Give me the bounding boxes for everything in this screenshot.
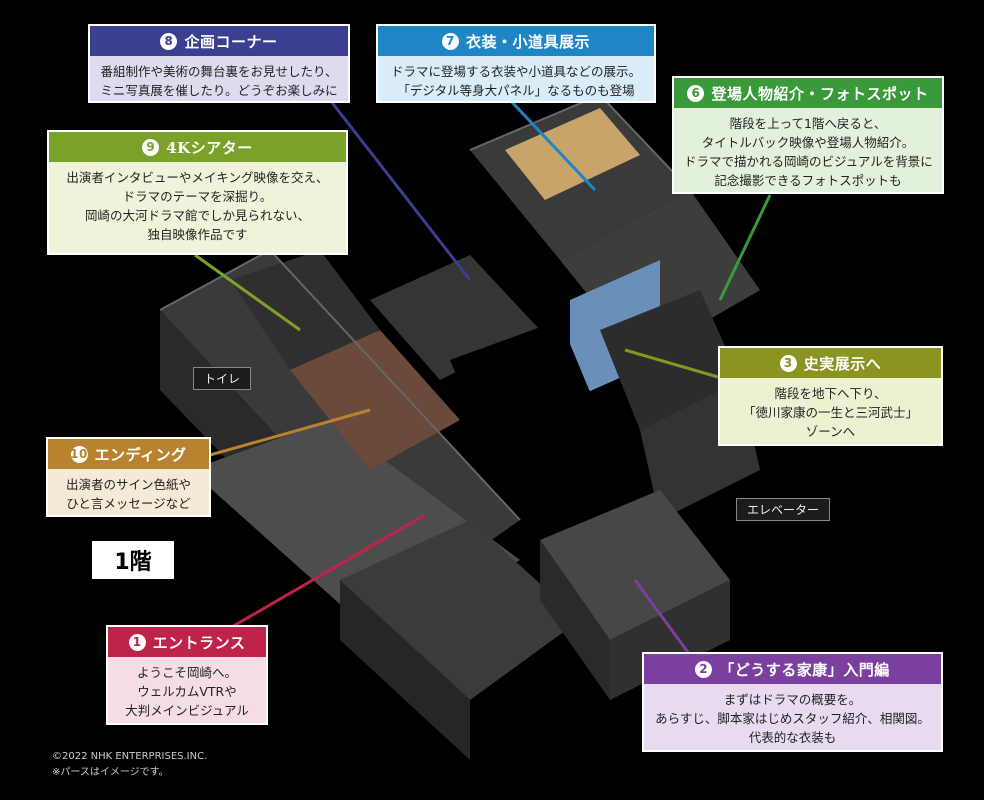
number-badge: 8	[160, 32, 178, 50]
leader-10	[209, 408, 371, 457]
callout-body: 番組制作や美術の舞台裏をお見せしたり、 ミニ写真展を催したり。どうぞお楽しみに	[90, 56, 348, 108]
callout-header: 7 衣装・小道具展示	[378, 26, 654, 56]
callout-header: 9 4Kシアター	[49, 132, 346, 162]
leader-9	[194, 253, 301, 332]
callout-title: 企画コーナー	[184, 32, 278, 51]
footer-notes: ©2022 NHK ENTERPRISES.INC. ※パースはイメージです。	[52, 749, 207, 781]
callout-line: 番組制作や美術の舞台裏をお見せしたり、	[100, 64, 338, 79]
callout-costume-display: 7 衣装・小道具展示 ドラマに登場する衣装や小道具などの展示。 「デジタル等身大パ…	[376, 24, 656, 103]
callout-line: ひと言メッセージなど	[66, 496, 191, 511]
callout-line: 大判メインビジュアル	[125, 703, 249, 718]
leader-2	[633, 579, 692, 656]
callout-line: 「徳川家康の一生と三河武士」	[742, 405, 918, 420]
ending-room	[290, 330, 460, 470]
number-badge: 6	[687, 84, 705, 102]
callout-line: 「デジタル等身大パネル」なるものも登場	[397, 83, 635, 98]
callout-header: 6 登場人物紹介・フォトスポット	[674, 78, 942, 108]
callout-line: ウェルカムVTRや	[137, 684, 237, 699]
callout-planning-corner: 8 企画コーナー 番組制作や美術の舞台裏をお見せしたり、 ミニ写真展を催したり。ど…	[88, 24, 350, 103]
callout-entrance: 1 エントランス ようこそ岡崎へ。 ウェルカムVTRや 大判メインビジュアル	[106, 625, 268, 725]
copyright-text: ©2022 NHK ENTERPRISES.INC.	[52, 751, 208, 762]
callout-intro-section: 2 「どうする家康」入門編 まずはドラマの概要を。 あらすじ、脚本家はじめスタッフ…	[642, 652, 943, 752]
callout-line: 岡崎の大河ドラマ館でしか見られない、	[84, 208, 310, 223]
number-badge: 3	[779, 354, 797, 372]
leader-8	[328, 99, 472, 281]
callout-line: 出演者インタビューやメイキング映像を交え、	[66, 170, 329, 185]
callout-body: ようこそ岡崎へ。 ウェルカムVTRや 大判メインビジュアル	[108, 657, 266, 728]
number-badge: 1	[128, 633, 146, 651]
callout-line: ドラマで描かれる岡崎のビジュアルを背景に	[684, 154, 933, 169]
callout-title: 衣装・小道具展示	[465, 32, 590, 51]
callout-header: 1 エントランス	[108, 627, 266, 657]
callout-character-intro: 6 登場人物紹介・フォトスポット 階段を上って1階へ戻ると、 タイトルバック映像や…	[672, 76, 944, 194]
callout-line: 階段を上って1階へ戻ると、	[729, 116, 887, 131]
number-badge: 10	[70, 445, 88, 463]
callout-body: 出演者インタビューやメイキング映像を交え、 ドラマのテーマを深掘り。 岡崎の大河…	[49, 162, 346, 252]
callout-body: まずはドラマの概要を。 あらすじ、脚本家はじめスタッフ紹介、相関図。 代表的な衣…	[644, 684, 941, 755]
callout-header: 3 史実展示へ	[720, 348, 941, 378]
callout-line: 階段を地下へ下り、	[774, 386, 887, 401]
callout-title: 「どうする家康」入門編	[719, 660, 890, 679]
leader-7	[508, 98, 597, 192]
callout-title: 登場人物紹介・フォトスポット	[711, 84, 929, 103]
number-badge: 7	[441, 32, 459, 50]
callout-line: あらすじ、脚本家はじめスタッフ紹介、相関図。	[655, 711, 930, 726]
elevator-tag: エレベーター	[736, 498, 831, 521]
note-text: ※パースはイメージです。	[52, 767, 169, 778]
leader-1	[229, 513, 426, 630]
callout-header: 8 企画コーナー	[90, 26, 348, 56]
number-badge: 2	[695, 660, 713, 678]
callout-4k-theater: 9 4Kシアター 出演者インタビューやメイキング映像を交え、 ドラマのテーマを深掘…	[47, 130, 348, 255]
callout-body: ドラマに登場する衣装や小道具などの展示。 「デジタル等身大パネル」なるものも登場	[378, 56, 654, 108]
callout-line: タイトルバック映像や登場人物紹介。	[701, 135, 915, 150]
callout-header: 10 エンディング	[48, 439, 209, 469]
number-badge: 9	[142, 138, 160, 156]
callout-line: ミニ写真展を催したり。どうぞお楽しみに	[100, 83, 338, 98]
floor-label: 1階	[92, 541, 174, 579]
callout-header: 2 「どうする家康」入門編	[644, 654, 941, 684]
callout-title: 史実展示へ	[803, 354, 882, 373]
callout-body: 出演者のサイン色紙や ひと言メッセージなど	[48, 469, 209, 521]
toilet-tag: トイレ	[193, 367, 252, 390]
callout-line: ドラマに登場する衣装や小道具などの展示。	[390, 64, 641, 79]
callout-historical-display: 3 史実展示へ 階段を地下へ下り、 「徳川家康の一生と三河武士」 ゾーンへ	[718, 346, 943, 446]
callout-body: 階段を地下へ下り、 「徳川家康の一生と三河武士」 ゾーンへ	[720, 378, 941, 449]
callout-title: エントランス	[152, 633, 246, 652]
stairs-area	[600, 290, 740, 430]
callout-line: ゾーンへ	[805, 424, 856, 439]
callout-line: 独自映像作品です	[147, 227, 248, 242]
theater-room	[230, 250, 380, 370]
leader-3	[624, 348, 719, 379]
callout-line: まずはドラマの概要を。	[723, 692, 862, 707]
intro-room	[540, 490, 730, 640]
callout-line: 記念撮影できるフォトスポットも	[714, 173, 902, 188]
callout-body: 階段を上って1階へ戻ると、 タイトルバック映像や登場人物紹介。 ドラマで描かれる…	[674, 108, 942, 198]
callout-line: ようこそ岡崎へ。	[136, 665, 237, 680]
callout-title: エンディング	[94, 445, 187, 464]
callout-ending: 10 エンディング 出演者のサイン色紙や ひと言メッセージなど	[46, 437, 211, 517]
leader-6	[718, 194, 772, 301]
callout-line: 出演者のサイン色紙や	[65, 477, 191, 492]
callout-line: ドラマのテーマを深掘り。	[122, 189, 273, 204]
callout-title: 4Kシアター	[166, 138, 253, 157]
callout-line: 代表的な衣装も	[748, 730, 837, 745]
